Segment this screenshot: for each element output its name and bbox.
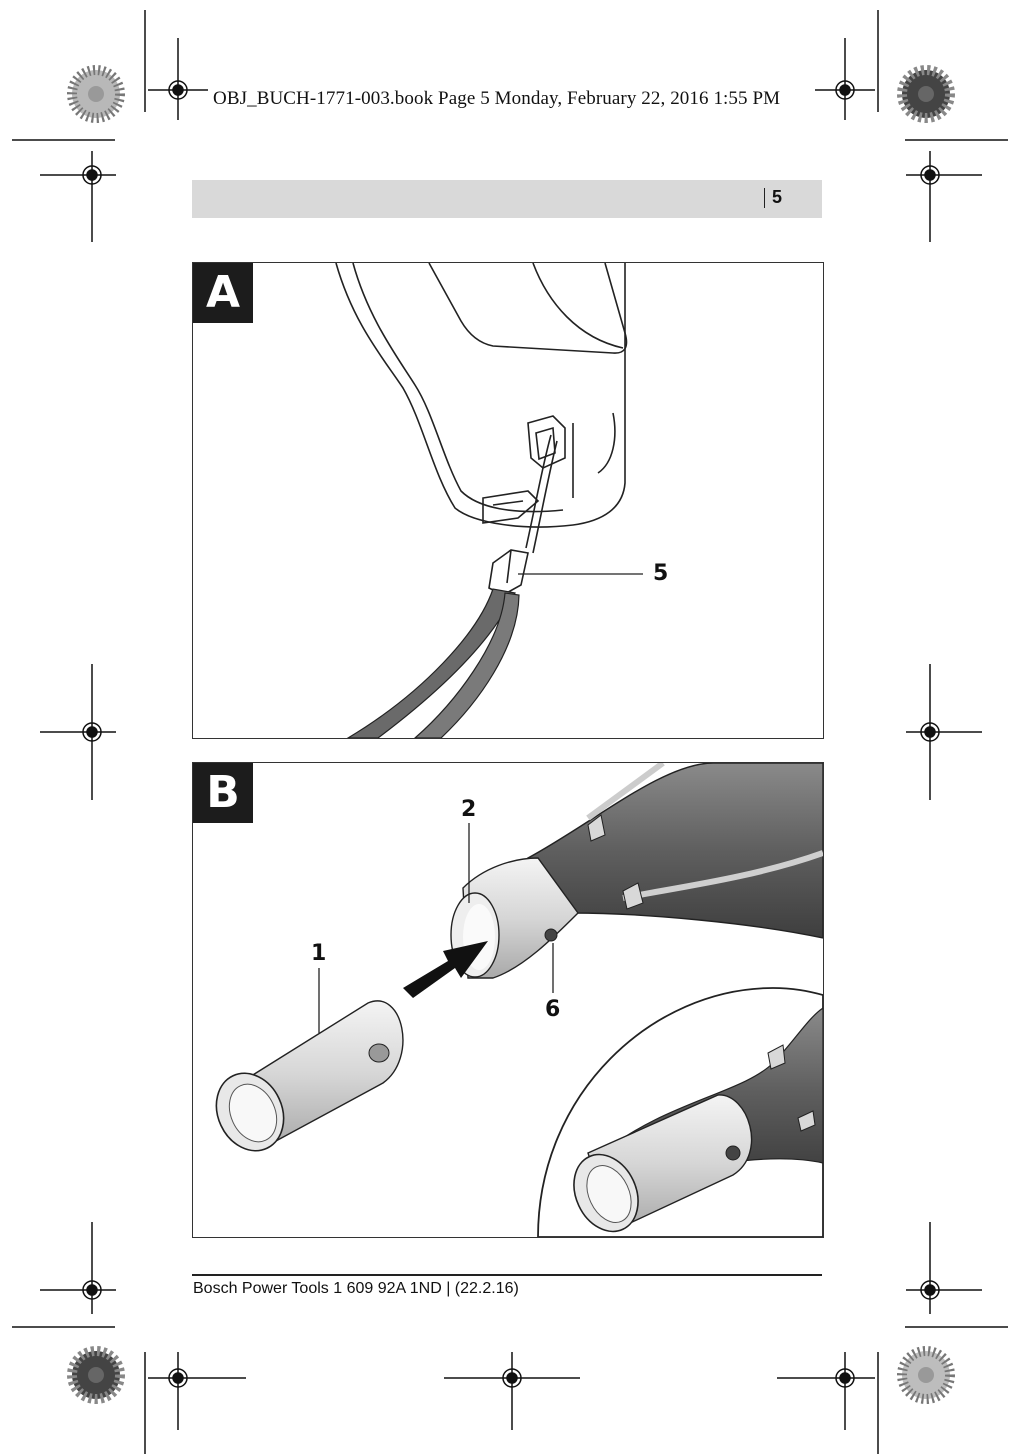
callout-1: 1: [311, 941, 327, 966]
callout-2: 2: [461, 797, 477, 822]
panel-label-a: A: [193, 263, 253, 323]
footer-rule: [192, 1274, 822, 1276]
registration-targets: [40, 38, 982, 1430]
callout-6: 6: [545, 997, 561, 1022]
panel-label-b: B: [193, 763, 253, 823]
density-wheels: [67, 65, 955, 1404]
footer-text: Bosch Power Tools 1 609 92A 1ND | (22.2.…: [193, 1280, 519, 1297]
page-number: 5: [763, 187, 782, 208]
page-header-bar: 5: [192, 180, 822, 218]
figure-panel-a: A 5: [192, 262, 824, 739]
illustration-nozzle-attachment: [215, 763, 823, 1237]
callout-5: 5: [653, 561, 669, 586]
print-slug: OBJ_BUCH-1771-003.book Page 5 Monday, Fe…: [213, 88, 781, 109]
illustration-wrist-strap: [335, 263, 643, 738]
figure-panel-b: B 2 1 6: [192, 762, 824, 1238]
